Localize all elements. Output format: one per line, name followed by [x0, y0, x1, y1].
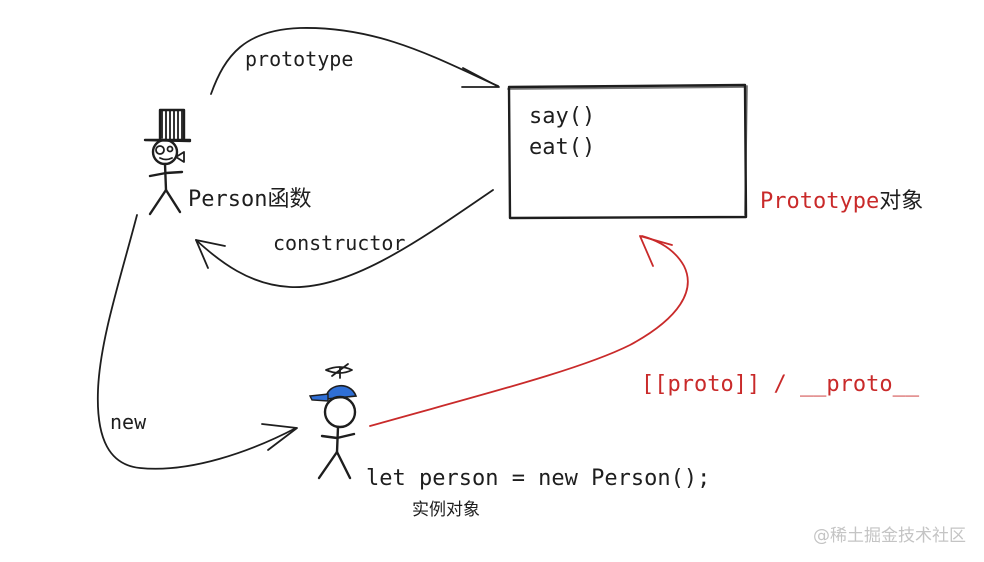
prototype-object-label: Prototype对象	[760, 189, 923, 214]
watermark: @稀土掘金技术社区	[813, 526, 966, 546]
method-say: say()	[529, 104, 595, 129]
instance-code: let person = new Person();	[366, 466, 710, 491]
prototype-object-label-en: Prototype	[760, 189, 879, 214]
prototype-box	[507, 83, 748, 220]
method-eat: eat()	[529, 135, 595, 160]
person-function-label-en: Person	[188, 187, 267, 212]
person-function-figure-icon	[143, 108, 192, 216]
proto-link-label: [[proto]] / __proto__	[641, 372, 920, 397]
new-edge-label: new	[110, 410, 147, 434]
person-function-label-cn: 函数	[267, 187, 311, 212]
proto-link-arrow	[369, 235, 689, 427]
prototype-arrow	[210, 27, 500, 95]
new-arrow	[96, 214, 298, 470]
instance-caption: 实例对象	[412, 500, 480, 520]
instance-figure-icon	[308, 363, 358, 480]
constructor-edge-label: constructor	[273, 231, 405, 255]
prototype-edge-label: prototype	[245, 47, 353, 71]
person-function-label: Person函数	[188, 187, 312, 212]
prototype-object-label-cn: 对象	[879, 189, 923, 214]
constructor-arrow	[195, 189, 494, 288]
